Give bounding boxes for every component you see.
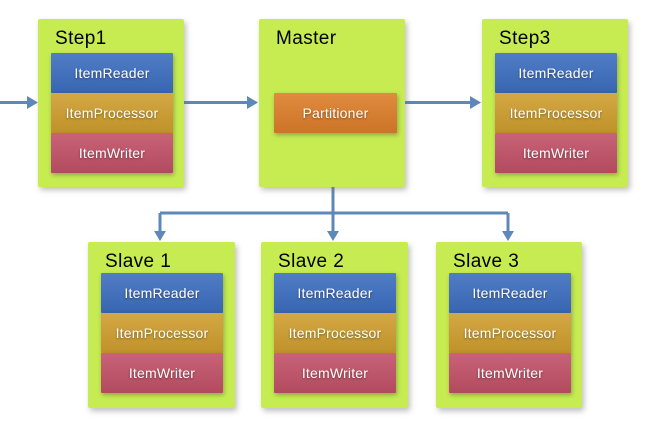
node-slave1: Slave 1 ItemReader ItemProcessor ItemWri… (88, 242, 235, 408)
arrow-to-slave1-head (154, 231, 166, 241)
node-step1: Step1 ItemReader ItemProcessor ItemWrite… (38, 19, 184, 187)
arrow-master-to-step3-head (470, 96, 481, 109)
arrow-to-slave2-head (327, 231, 339, 241)
component-itemprocessor: ItemProcessor (274, 313, 396, 353)
component-partitioner: Partitioner (274, 93, 397, 133)
node-master: Master Partitioner (259, 19, 405, 187)
arrow-into-step1-head (27, 96, 38, 109)
node-slave3: Slave 3 ItemReader ItemProcessor ItemWri… (436, 242, 582, 408)
component-itemprocessor: ItemProcessor (449, 313, 571, 353)
component-itemwriter: ItemWriter (495, 133, 617, 173)
arrow-to-slave3-head (502, 231, 514, 241)
component-itemprocessor: ItemProcessor (101, 313, 223, 353)
component-itemreader: ItemReader (51, 53, 173, 93)
component-itemwriter: ItemWriter (274, 353, 396, 393)
node-title: Slave 2 (278, 251, 345, 272)
node-title: Step1 (55, 28, 107, 49)
node-title: Slave 1 (105, 251, 172, 272)
component-itemwriter: ItemWriter (101, 353, 223, 393)
component-itemprocessor: ItemProcessor (495, 93, 617, 133)
component-itemwriter: ItemWriter (51, 133, 173, 173)
component-itemwriter: ItemWriter (449, 353, 571, 393)
component-itemprocessor: ItemProcessor (51, 93, 173, 133)
component-itemreader: ItemReader (495, 53, 617, 93)
node-step3: Step3 ItemReader ItemProcessor ItemWrite… (482, 19, 628, 187)
component-itemreader: ItemReader (449, 273, 571, 313)
node-title: Step3 (499, 28, 551, 49)
node-slave2: Slave 2 ItemReader ItemProcessor ItemWri… (261, 242, 408, 408)
node-title: Slave 3 (453, 251, 520, 272)
arrow-step1-to-master-head (247, 96, 258, 109)
node-title: Master (276, 28, 337, 49)
component-itemreader: ItemReader (101, 273, 223, 313)
component-itemreader: ItemReader (274, 273, 396, 313)
